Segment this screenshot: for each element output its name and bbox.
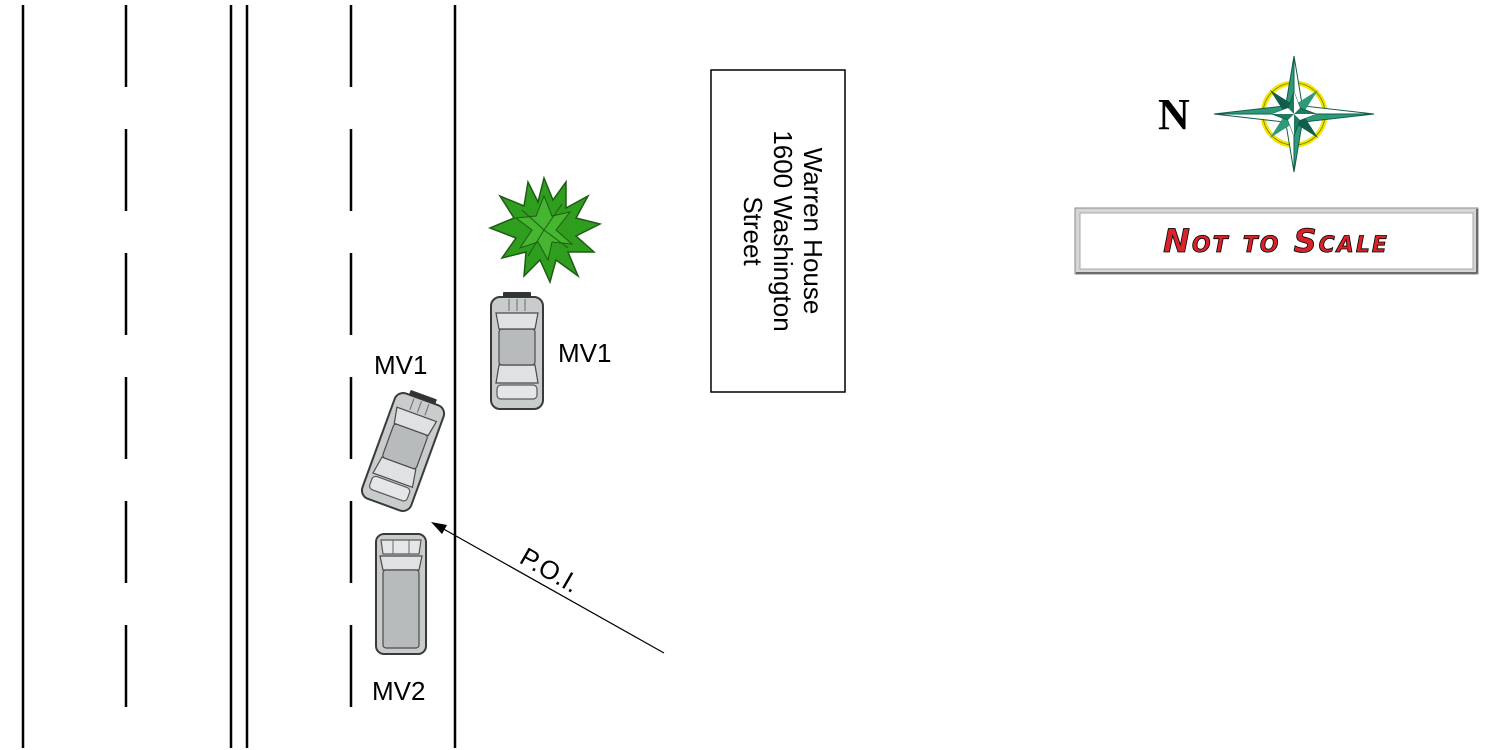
building-label: Warren House 1600 Washington Street: [738, 130, 828, 331]
label-mv1-parked: MV1: [558, 338, 611, 368]
vehicle-mv1-street: [358, 384, 450, 515]
label-poi: P.O.I.: [515, 541, 585, 599]
house-line-3: Street: [738, 196, 768, 266]
tree-icon: [487, 175, 603, 285]
scale-note-plaque: [1074, 207, 1479, 275]
vehicle-mv2: [375, 533, 427, 655]
scale-note-text: Not to Scale: [1163, 222, 1389, 260]
label-mv1-street: MV1: [374, 350, 427, 380]
house-line-1: Warren House: [798, 148, 828, 315]
label-mv2: MV2: [372, 676, 425, 706]
house-line-2: 1600 Washington: [768, 130, 798, 331]
vehicle-mv1-parked: [490, 291, 544, 410]
compass-rose-icon: [1213, 55, 1375, 173]
road: [21, 5, 457, 748]
building-warren-house: [710, 69, 846, 393]
compass-north-label: N: [1158, 90, 1190, 139]
poi-arrow: [431, 522, 665, 654]
